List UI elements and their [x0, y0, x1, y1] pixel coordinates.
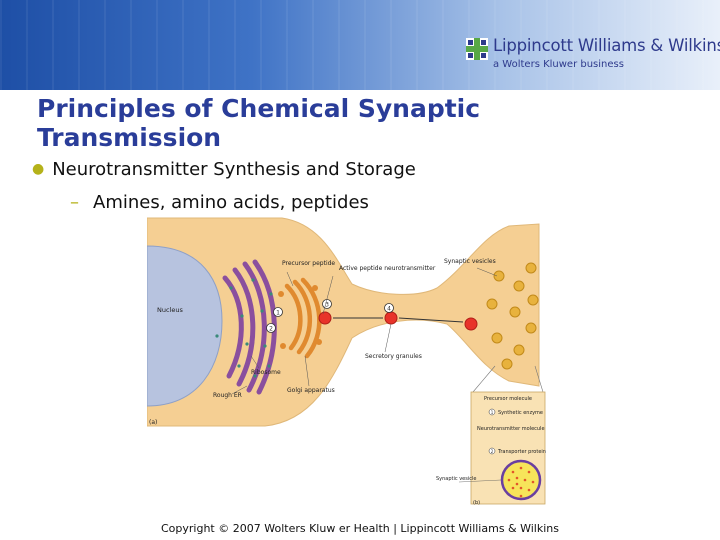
- publisher-logo: Lippincott Williams & Wilkins a Wolters …: [466, 36, 720, 76]
- label-leader-lines: [231, 267, 498, 395]
- step-3-label: 3: [325, 302, 329, 309]
- bullet-dot-icon: ●: [32, 161, 45, 177]
- label-secretory-granules: Secretory granules: [365, 353, 422, 360]
- step-1-label: 1: [276, 310, 280, 317]
- sub-bullet-item: –Amines, amino acids, peptides: [70, 192, 369, 213]
- synaptic-vesicles: [486, 262, 539, 370]
- panel-b-label: (b): [473, 500, 480, 506]
- step-b2-marker: [488, 447, 496, 455]
- step-b2-label: 2: [491, 449, 494, 454]
- slide-title: Principles of Chemical Synaptic Transmis…: [37, 94, 481, 152]
- step-b1-label: 1: [491, 410, 494, 415]
- logo-tagline: a Wolters Kluwer business: [493, 59, 624, 70]
- vesicle-contents: [507, 466, 535, 498]
- label-ribosome: Ribosome: [251, 369, 281, 376]
- synapse-figure: 1 2 3 4 Precursor peptide Active peptide…: [147, 217, 546, 506]
- sub-bullet-dash-icon: –: [70, 192, 79, 213]
- label-synaptic-vesicle: Synaptic vesicle: [436, 476, 476, 482]
- label-precursor-peptide: Precursor peptide: [282, 260, 335, 267]
- label-precursor-molecule: Precursor molecule: [484, 396, 532, 402]
- header-band: [0, 0, 720, 90]
- label-nucleus: Nucleus: [157, 306, 183, 314]
- zoom-line: [472, 365, 496, 393]
- step-markers: [266, 299, 394, 333]
- step-b1-marker: [488, 408, 496, 416]
- label-leader-line: [458, 479, 502, 483]
- sub-bullet-text: Amines, amino acids, peptides: [93, 192, 369, 213]
- label-golgi: Golgi apparatus: [287, 387, 335, 394]
- label-synaptic-vesicles: Synaptic vesicles: [444, 258, 496, 265]
- transport-arrow: [398, 317, 464, 323]
- label-synthetic-enzyme: Synthetic enzyme: [498, 410, 543, 416]
- bullet-text: Neurotransmitter Synthesis and Storage: [52, 159, 416, 180]
- bullet-item: ● Neurotransmitter Synthesis and Storage: [32, 159, 416, 180]
- secretory-granules: [318, 311, 478, 331]
- label-active-peptide: Active peptide neurotransmitter: [339, 265, 436, 272]
- nucleus: [147, 245, 223, 407]
- label-transporter-protein: Transporter protein: [497, 449, 546, 455]
- panel-a-label: (a): [149, 419, 157, 426]
- step-2-label: 2: [269, 326, 273, 333]
- label-neurotransmitter-molecule: Neurotransmitter molecule: [477, 426, 545, 432]
- lww-logo-icon: [466, 38, 488, 60]
- zoom-line: [534, 365, 544, 393]
- footer-copyright: Copyright © 2007 Wolters Kluw er Health …: [161, 522, 559, 535]
- label-rough-er: Rough ER: [213, 392, 242, 399]
- synaptic-vesicle-detail: [500, 459, 542, 501]
- step-4-label: 4: [387, 306, 391, 313]
- golgi-vesicles: [278, 285, 322, 349]
- logo-name: Lippincott Williams & Wilkins: [493, 36, 720, 55]
